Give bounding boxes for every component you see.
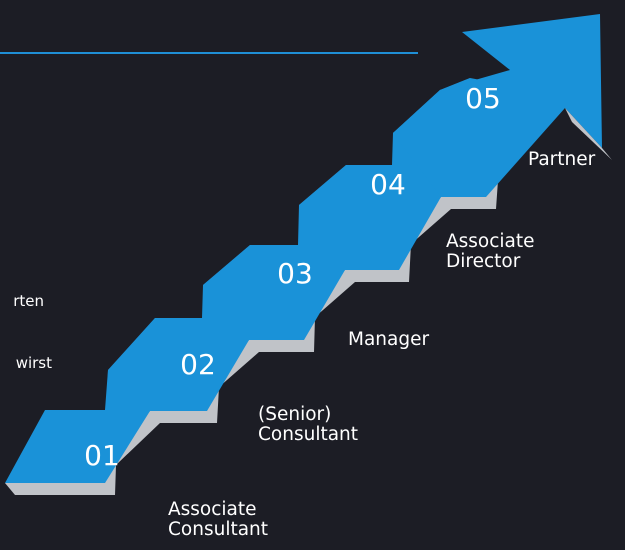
step-label-04: Associate Director xyxy=(446,232,535,272)
step-label-01-line-2: Consultant xyxy=(168,519,269,540)
step-label-04-line-2: Director xyxy=(446,251,521,272)
step-number-01: 01 xyxy=(84,439,120,472)
step-label-02-line-1: (Senior) xyxy=(258,404,332,425)
step-label-04-line-1: Associate xyxy=(446,231,535,252)
step-number-02: 02 xyxy=(180,348,216,381)
step-label-03: Manager xyxy=(348,330,429,350)
step-label-02-line-2: Consultant xyxy=(258,424,359,445)
step-number-03: 03 xyxy=(277,257,313,290)
step-label-03-line-1: Manager xyxy=(348,329,430,350)
step-label-05-line-1: Partner xyxy=(528,149,596,170)
staircase-body xyxy=(5,78,540,483)
step-label-05: Partner xyxy=(528,150,595,170)
step-number-04: 04 xyxy=(370,168,406,201)
step-label-01-line-1: Associate xyxy=(168,499,257,520)
arrow-head xyxy=(393,14,602,197)
header-rule xyxy=(0,52,418,54)
step-label-02: (Senior) Consultant xyxy=(258,405,358,445)
step-number-05: 05 xyxy=(465,82,501,115)
cropped-side-text-2: wirst xyxy=(15,354,52,372)
step-label-01: Associate Consultant xyxy=(168,500,268,540)
arrow-head-shadow xyxy=(565,108,612,160)
cropped-side-text-1: rten xyxy=(13,292,44,310)
